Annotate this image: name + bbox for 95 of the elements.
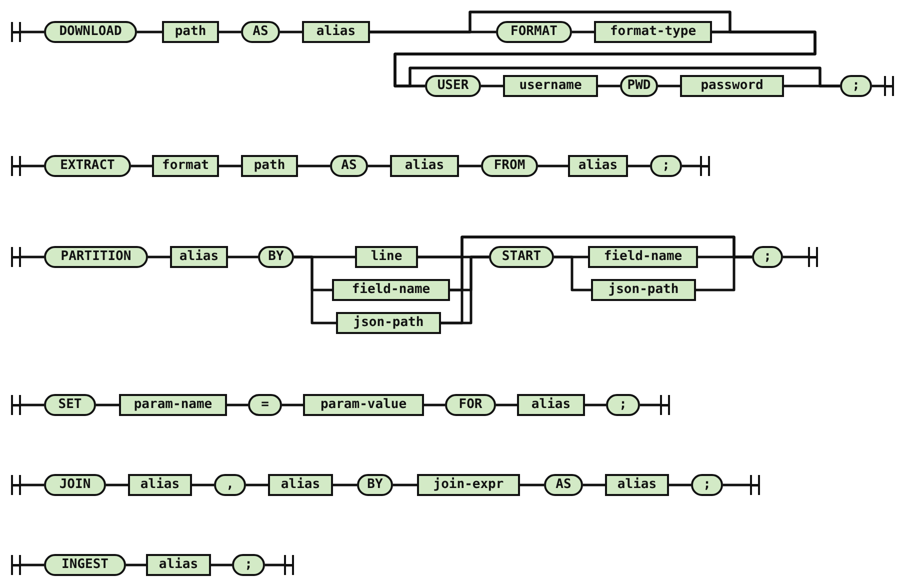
keyword-pill: , (214, 474, 246, 496)
keyword-pill: = (248, 394, 282, 416)
keyword-pill: ; (691, 474, 723, 496)
connector-line (783, 256, 808, 258)
connector-line (598, 84, 620, 88)
connector-line (554, 256, 591, 292)
connector-line (459, 164, 481, 168)
connector-line (137, 30, 162, 34)
connector-line (106, 484, 128, 486)
connector-line (96, 404, 119, 406)
connector-line (265, 564, 284, 566)
parameter-box: alias (170, 246, 228, 268)
parameter-box: path (162, 21, 219, 43)
keyword-pill: FROM (481, 155, 538, 177)
parameter-box: field-name (588, 246, 698, 268)
connector-line (21, 484, 44, 486)
keyword-pill: ; (650, 155, 682, 177)
parameter-box: alias (605, 474, 669, 496)
parameter-box: alias (268, 474, 333, 496)
connector-line (424, 404, 445, 406)
connector-line (131, 164, 152, 168)
connector-line (192, 484, 214, 486)
connector-line (368, 164, 390, 168)
connector-line (219, 30, 241, 34)
parameter-box: alias (517, 394, 585, 416)
connector-line (682, 164, 700, 168)
keyword-pill: EXTRACT (44, 155, 131, 177)
connector-line (784, 84, 840, 88)
connector-line (219, 164, 241, 168)
parameter-box: format-type (594, 21, 712, 43)
parameter-box: json-path (336, 312, 441, 334)
parameter-box: path (241, 155, 298, 177)
parameter-box: alias (128, 474, 192, 496)
parameter-box: json-path (591, 279, 696, 301)
connector-line (669, 484, 691, 486)
keyword-pill: DOWNLOAD (44, 21, 137, 43)
connector-line (148, 256, 170, 258)
connector-line (21, 256, 44, 258)
connector-line (21, 404, 44, 406)
parameter-box: alias (568, 155, 628, 177)
connector-line (126, 564, 146, 566)
connector-line (585, 404, 606, 406)
keyword-pill: AS (330, 155, 368, 177)
keyword-pill: BY (258, 246, 294, 268)
connector-line (294, 256, 336, 324)
connector-line (280, 30, 302, 34)
parameter-box: param-value (303, 394, 424, 416)
connector-line (572, 30, 594, 34)
connector-line (228, 256, 258, 258)
keyword-pill: JOIN (44, 474, 106, 496)
parameter-box: param-name (119, 394, 227, 416)
connector-line (333, 484, 357, 486)
parameter-box: alias (390, 155, 459, 177)
connector-line (227, 404, 248, 406)
keyword-pill: FORMAT (496, 21, 572, 43)
keyword-pill: USER (425, 75, 481, 97)
connector-line (282, 404, 303, 406)
connector-line (496, 404, 517, 406)
keyword-pill: START (489, 246, 554, 268)
keyword-pill: BY (357, 474, 393, 496)
connector-line (298, 164, 330, 168)
connector-line (520, 484, 544, 486)
parameter-box: line (355, 246, 418, 268)
connector-line (583, 484, 605, 486)
keyword-pill: ; (232, 554, 265, 576)
connector-line (393, 484, 417, 486)
keyword-pill: PARTITION (44, 246, 148, 268)
connector-line (658, 84, 680, 88)
parameter-box: join-expr (417, 474, 520, 496)
connector-line (211, 564, 232, 566)
parameter-box: alias (146, 554, 211, 576)
connector-line (21, 30, 44, 34)
parameter-box: alias (302, 21, 370, 43)
keyword-pill: ; (752, 246, 783, 268)
parameter-box: format (152, 155, 219, 177)
keyword-pill: AS (544, 474, 583, 496)
keyword-pill: AS (241, 21, 280, 43)
connector-line (538, 164, 568, 168)
connector-line (872, 84, 884, 88)
connector-line (628, 164, 650, 168)
parameter-box: field-name (332, 279, 450, 301)
keyword-pill: INGEST (44, 554, 126, 576)
keyword-pill: SET (44, 394, 96, 416)
parameter-box: password (680, 75, 784, 97)
keyword-pill: ; (840, 75, 872, 97)
keyword-pill: ; (606, 394, 640, 416)
parameter-box: username (503, 75, 598, 97)
connector-line (723, 484, 750, 486)
connector-line (21, 164, 44, 168)
keyword-pill: FOR (445, 394, 496, 416)
keyword-pill: PWD (620, 75, 658, 97)
connector-line (481, 84, 503, 88)
connector-line (246, 484, 268, 486)
connector-line (696, 256, 752, 292)
connector-line (640, 404, 660, 406)
